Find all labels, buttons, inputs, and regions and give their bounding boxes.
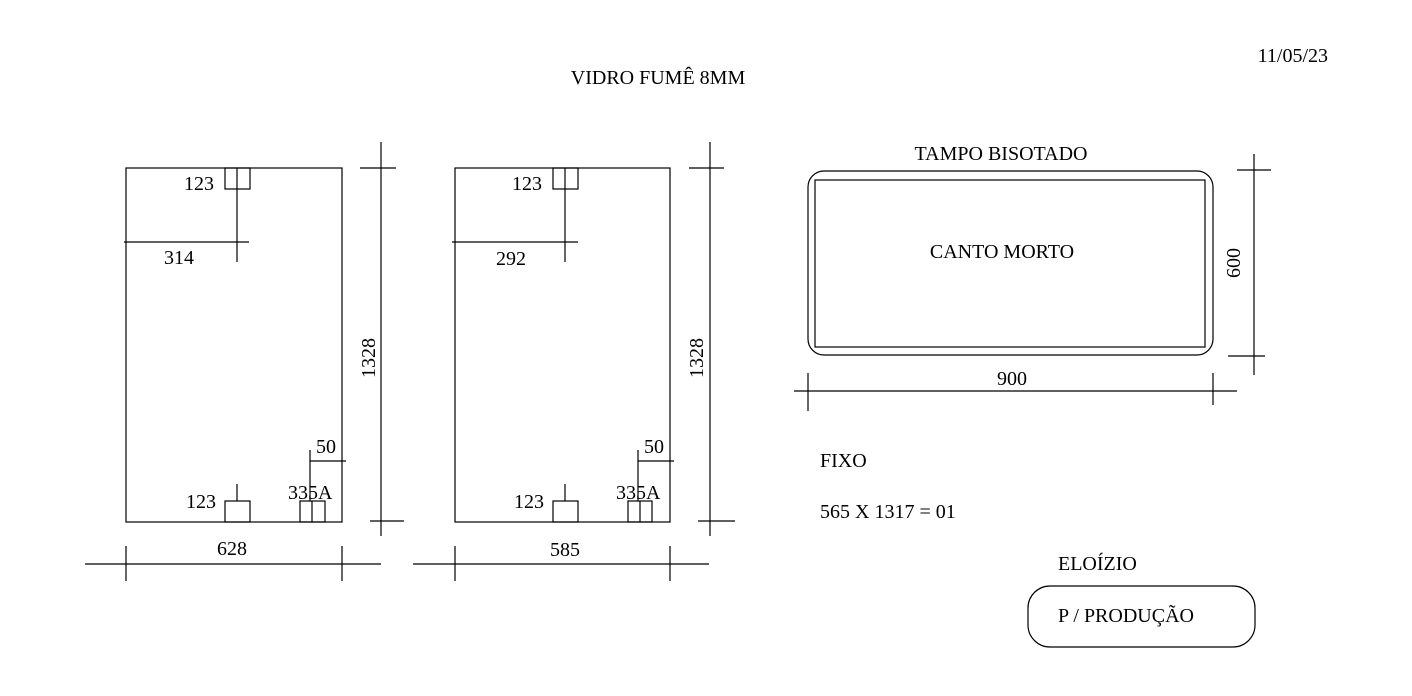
panel-1-top-hole-label: 123 <box>184 173 214 195</box>
tabletop-center-label: CANTO MORTO <box>930 241 1074 263</box>
fixed-label: FIXO <box>820 450 867 472</box>
production-stamp-label: P / PRODUÇÃO <box>1058 603 1194 627</box>
tabletop-inner-edge <box>814 179 1206 348</box>
tabletop-width-label: 900 <box>997 368 1027 390</box>
panel-2-bottom-hole <box>552 500 579 523</box>
production-stamp: P / PRODUÇÃO <box>1027 585 1256 648</box>
panel-1-hinge-offset-label: 314 <box>164 247 194 269</box>
panel-2-width-label: 585 <box>550 539 580 561</box>
panel-1-width-label: 628 <box>217 538 247 560</box>
material-title: VIDRO FUMÊ 8MM <box>571 66 746 89</box>
tabletop-outer-edge <box>807 170 1214 356</box>
panel-1-offset-label: 50 <box>316 436 336 458</box>
panel-1-height-label: 1328 <box>358 338 380 378</box>
panel-2-lock-label: 335A <box>616 482 661 504</box>
panel-2-height-label: 1328 <box>686 338 708 378</box>
tabletop-title: TAMPO BISOTADO <box>915 143 1088 165</box>
fixed-spec: 565 X 1317 = 01 <box>820 501 956 523</box>
production-stamp-box <box>1027 585 1256 648</box>
tabletop-height-label: 600 <box>1223 248 1245 278</box>
panel-2-offset-label: 50 <box>644 436 664 458</box>
tabletop: TAMPO BISOTADO CANTO MORTO 600 900 <box>794 143 1271 411</box>
author-name: ELOÍZIO <box>1058 552 1137 575</box>
panel-2-top-hole-label: 123 <box>512 173 542 195</box>
panel-2-bottom-hole-label: 123 <box>514 491 544 513</box>
panel-1-bottom-hole-label: 123 <box>186 491 216 513</box>
drawing-date: 11/05/23 <box>1258 45 1328 67</box>
panel-1-lock-label: 335A <box>288 482 333 504</box>
glass-panel-2: 123 292 123 50 335A 1328 585 <box>413 142 735 581</box>
panel-1-bottom-hole <box>224 500 251 523</box>
panel-2-hinge-offset-label: 292 <box>496 248 526 270</box>
glass-panel-1: 123 314 123 50 335A 1328 628 <box>85 142 404 581</box>
